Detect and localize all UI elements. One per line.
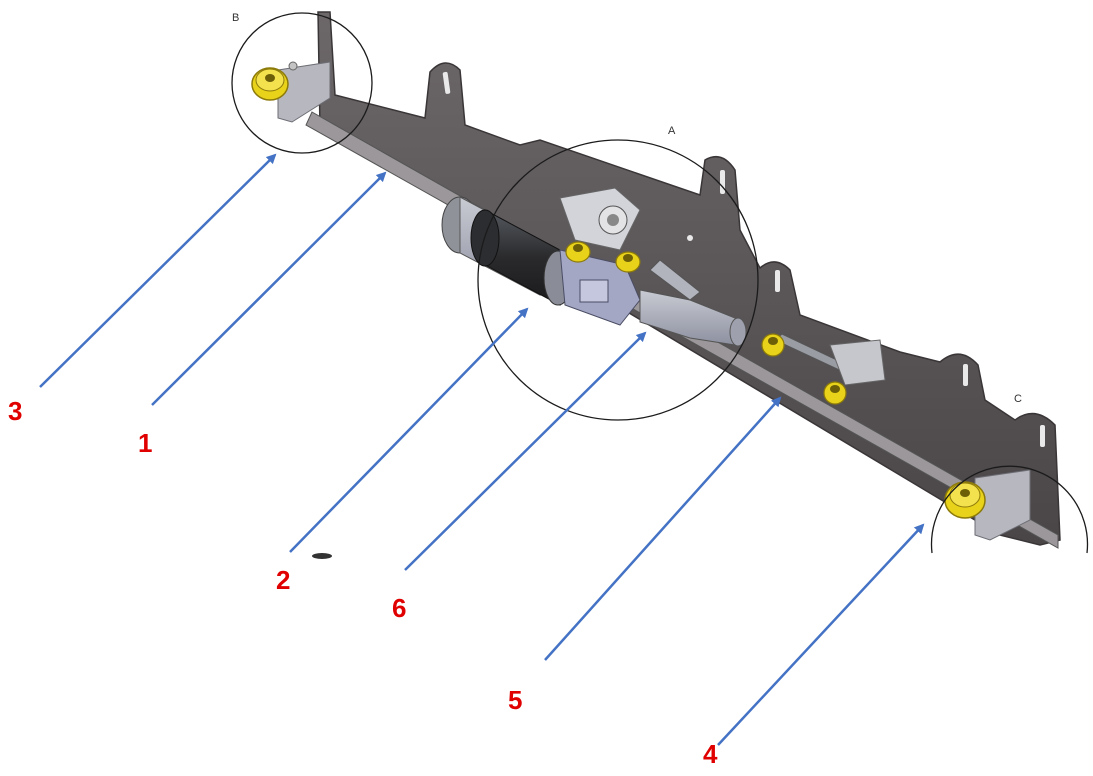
callout-number-6: 6 — [392, 593, 407, 623]
detail-label-c: C — [1014, 393, 1022, 405]
arrow-3 — [39, 153, 277, 388]
callout-number-5: 5 — [508, 685, 523, 715]
callout-number-3: 3 — [8, 396, 23, 426]
drawing-artifact — [312, 553, 332, 559]
arrow-5 — [544, 396, 782, 661]
linear-actuator — [639, 259, 747, 347]
arrow-2 — [289, 307, 529, 553]
callout-number-1: 1 — [138, 428, 153, 458]
detail-label-a: A — [668, 125, 676, 137]
gearbox — [559, 187, 641, 326]
right-pulley-assembly — [944, 469, 1031, 541]
arrow-1 — [151, 171, 387, 406]
callout-number-2: 2 — [276, 565, 291, 595]
detail-circle-b — [231, 12, 373, 154]
detail-label-b: B — [232, 12, 239, 24]
middle-linkage — [761, 333, 886, 405]
detail-circle-a — [477, 139, 759, 421]
callout-number-4: 4 — [703, 739, 718, 769]
arrow-4 — [717, 523, 925, 746]
left-pulley-assembly — [251, 61, 331, 123]
detail-circle-c — [930, 465, 1089, 554]
arrow-6 — [404, 331, 647, 571]
drive-motor — [441, 196, 573, 306]
